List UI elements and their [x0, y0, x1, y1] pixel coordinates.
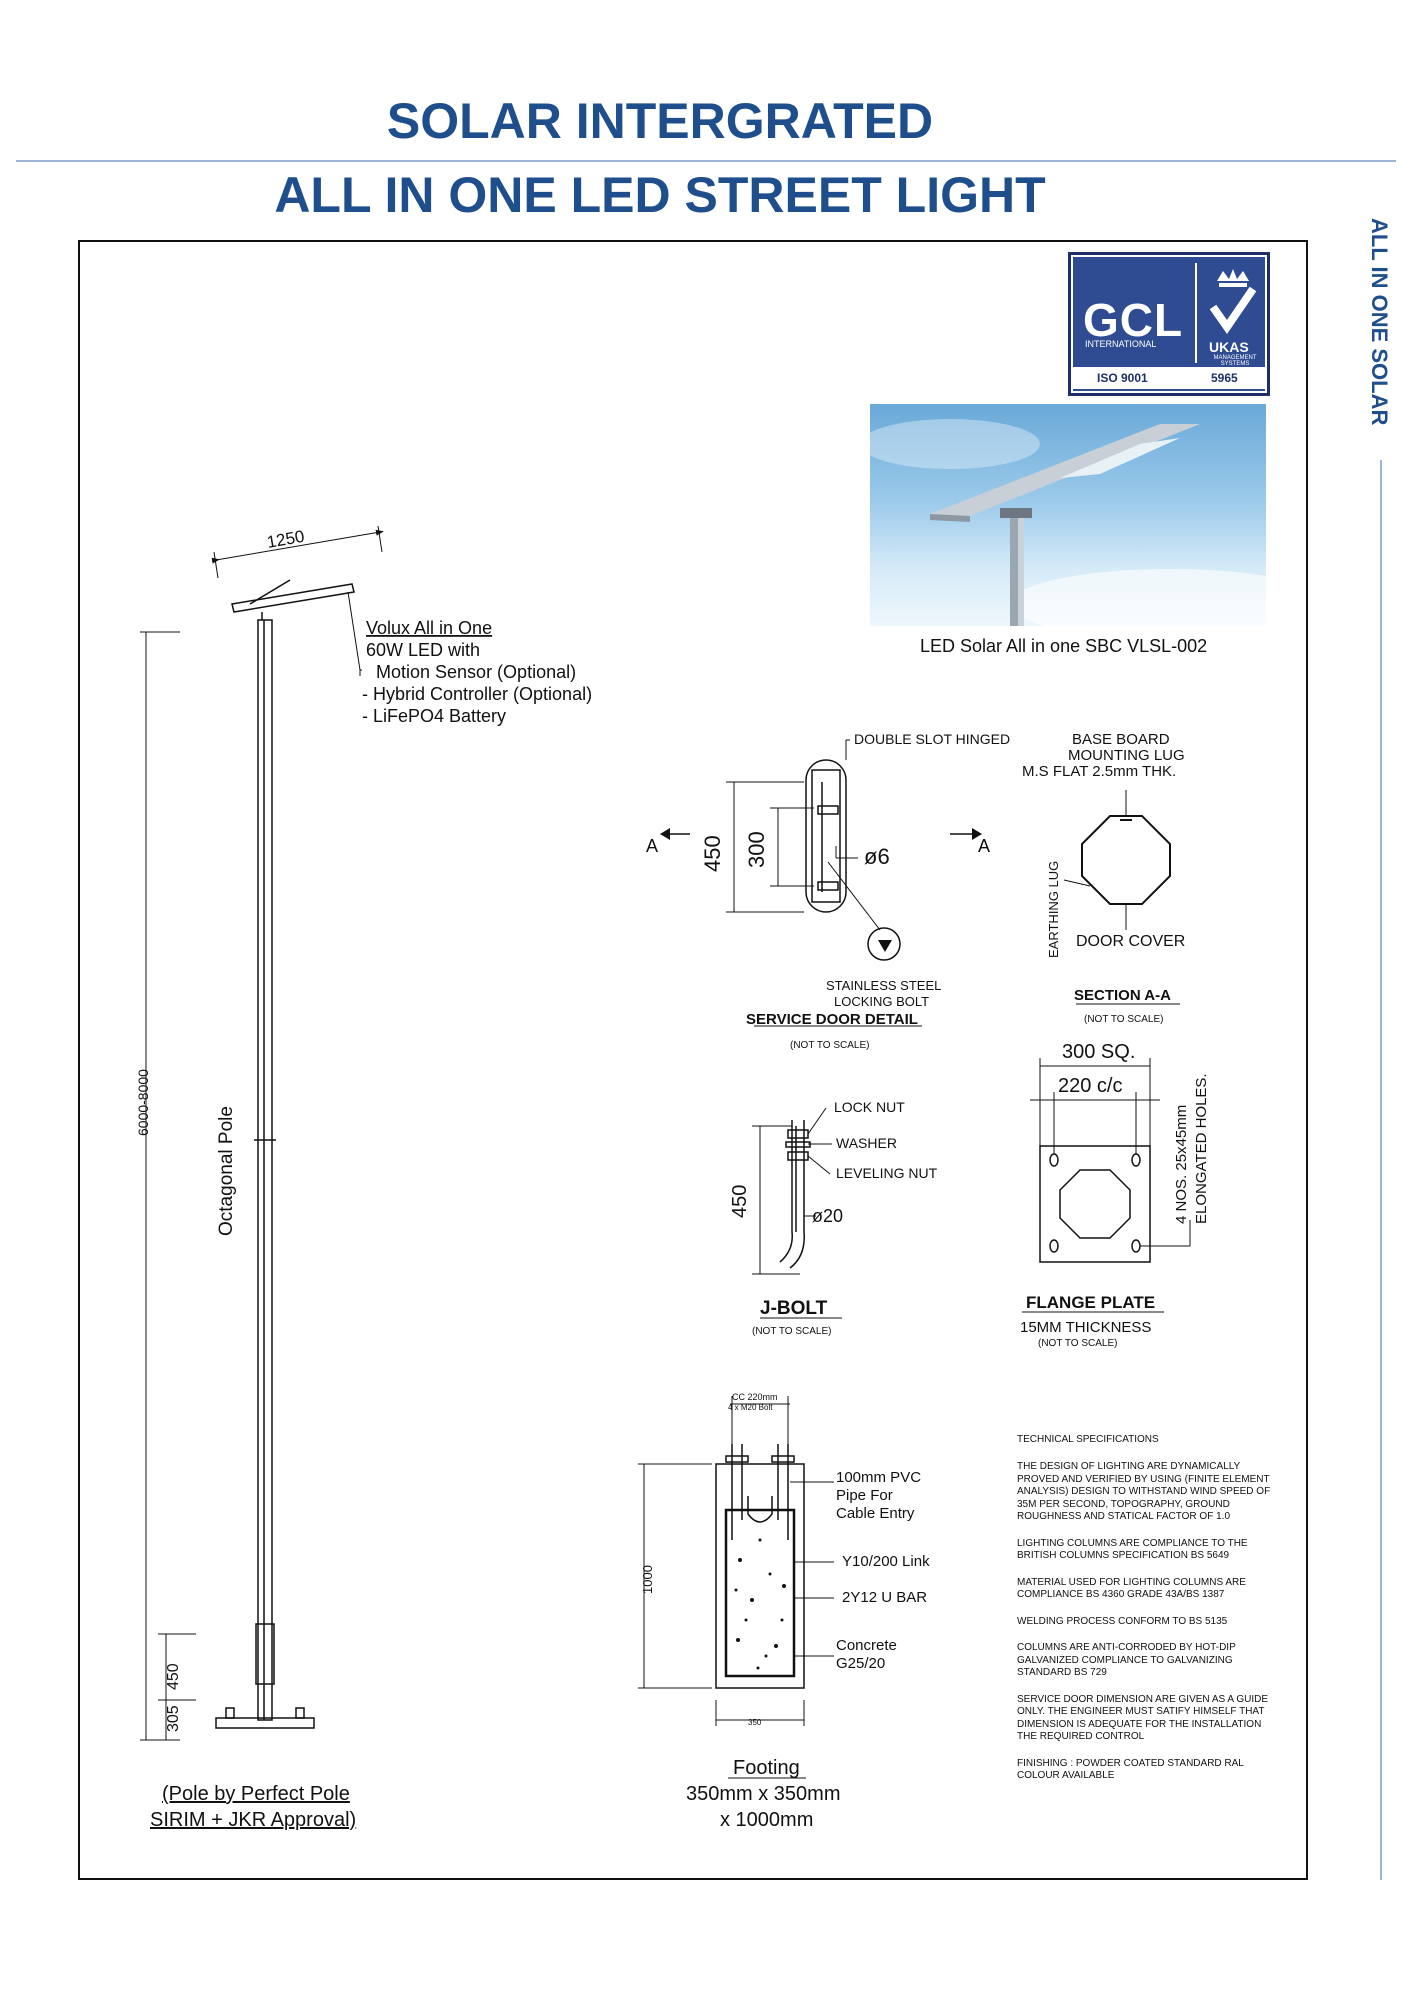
logo-brand: GCL	[1083, 294, 1184, 346]
luminaire-title: Volux All in One	[366, 618, 492, 638]
spec-paragraph: FINISHING : POWDER COATED STANDARD RAL C…	[1017, 1757, 1244, 1782]
pole-height-dim: 6000-8000	[135, 1069, 151, 1136]
spec-paragraph: THE DESIGN OF LIGHTING ARE DYNAMICALLY P…	[1017, 1461, 1271, 1522]
logo-accreditation-sub: MANAGEMENT SYSTEMS	[1213, 355, 1257, 367]
logo-divider	[1195, 263, 1197, 363]
luminaire-line3: Motion Sensor (Optional)	[376, 662, 576, 682]
pole-drawing	[140, 525, 384, 1741]
technical-specifications: TECHNICAL SPECIFICATIONS THE DESIGN OF L…	[1017, 1434, 1275, 1797]
section-mark-right: A	[978, 836, 990, 856]
door-dia-dim: ø6	[864, 844, 890, 869]
section-top-line3: M.S FLAT 2.5mm THK.	[1022, 763, 1176, 780]
flange-thickness: 15MM THICKNESS	[1020, 1319, 1151, 1336]
logo-standard-bar: ISO 9001 5965	[1071, 367, 1267, 389]
spec-paragraph: COLUMNS ARE ANTI-CORRODED BY HOT-DIP GAL…	[1017, 1642, 1236, 1678]
service-door-drawing	[660, 739, 982, 1027]
footing-top-line1: CC 220mm	[732, 1392, 778, 1402]
section-mark-left: A	[646, 836, 658, 856]
section-aa-note: (NOT TO SCALE)	[1084, 1014, 1163, 1025]
j-bolt-title: J-BOLT	[760, 1298, 828, 1319]
flange-title: FLANGE PLATE	[1026, 1293, 1155, 1312]
luminaire-line5: - LiFePO4 Battery	[362, 706, 506, 726]
section-top-line2: MOUNTING LUG	[1068, 747, 1185, 764]
section-top-line1: BASE BOARD	[1072, 731, 1170, 748]
base-offset-dim: 305	[165, 1705, 182, 1732]
spec-paragraph: SERVICE DOOR DIMENSION ARE GIVEN AS A GU…	[1017, 1693, 1268, 1743]
service-door-note: (NOT TO SCALE)	[790, 1040, 869, 1051]
specs-heading: TECHNICAL SPECIFICATIONS	[1017, 1434, 1159, 1445]
footing-width-dim: 350	[748, 1718, 762, 1727]
washer-label: WASHER	[836, 1135, 897, 1151]
flange-note: (NOT TO SCALE)	[1038, 1338, 1117, 1349]
j-bolt-dia-dim: ø20	[812, 1206, 843, 1226]
j-bolt-drawing	[752, 1107, 842, 1319]
title-line-1: SOLAR INTERGRATED	[386, 93, 934, 149]
section-aa-drawing	[1063, 790, 1180, 1005]
logo-standard: ISO 9001	[1097, 371, 1148, 385]
lock-nut-label: LOCK NUT	[834, 1099, 905, 1115]
side-divider	[1380, 460, 1382, 1880]
earthing-lug-label: EARTHING LUG	[1046, 861, 1061, 958]
flange-outer-dim: 300 SQ.	[1062, 1041, 1135, 1063]
footing-pvc-line3: Cable Entry	[836, 1505, 915, 1522]
bolt-label-line2: LOCKING BOLT	[834, 994, 929, 1009]
spec-paragraph: MATERIAL USED FOR LIGHTING COLUMNS ARE C…	[1017, 1576, 1246, 1601]
pole-credit-line2: SIRIM + JKR Approval)	[150, 1809, 356, 1831]
product-photo	[870, 404, 1266, 626]
footing-concrete-line1: Concrete	[836, 1637, 897, 1654]
j-bolt-note: (NOT TO SCALE)	[752, 1326, 831, 1337]
luminaire-line4: - Hybrid Controller (Optional)	[362, 684, 592, 704]
leveling-nut-label: LEVELING NUT	[836, 1165, 938, 1181]
section-aa-title: SECTION A-A	[1074, 987, 1171, 1004]
door-cover-label: DOOR COVER	[1076, 933, 1185, 950]
footing-top-line2: 4 x M20 Bolt	[728, 1403, 773, 1412]
flange-holes-line2: ELONGATED HOLES.	[1193, 1073, 1210, 1224]
service-door-title: SERVICE DOOR DETAIL	[746, 1011, 918, 1028]
luminaire-line2: 60W LED with	[366, 640, 480, 660]
footing-ubar-label: 2Y12 U BAR	[842, 1589, 927, 1606]
door-outer-dim: 450	[700, 835, 725, 872]
footing-link-label: Y10/200 Link	[842, 1553, 930, 1570]
pole-credit-line1: (Pole by Perfect Pole	[162, 1783, 350, 1805]
certification-logo: GCL INTERNATIONAL UKAS MANAGEMENT SYSTEM…	[1068, 252, 1270, 396]
hinge-label: DOUBLE SLOT HINGED	[854, 731, 1010, 747]
door-offset-dim: 450	[165, 1663, 182, 1690]
crown-check-icon	[1209, 269, 1257, 335]
pole-label: Octagonal Pole	[216, 1106, 237, 1236]
logo-cert-number: 5965	[1211, 371, 1238, 385]
footing-size-line2: x 1000mm	[720, 1809, 813, 1831]
footing-title: Footing	[733, 1757, 800, 1779]
door-inner-dim: 300	[744, 831, 769, 868]
header-divider	[16, 160, 1396, 162]
footing-depth-dim: 1000	[640, 1565, 655, 1594]
logo-accreditation: UKAS	[1209, 339, 1249, 355]
flange-plate-drawing	[1022, 1058, 1191, 1313]
footing-size-line1: 350mm x 350mm	[686, 1783, 841, 1805]
arm-width-dim: 1250	[265, 527, 306, 552]
drawing-frame	[78, 240, 1308, 1880]
side-tab: ALL IN ONE SOLAR	[1367, 218, 1392, 426]
footing-drawing	[638, 1396, 834, 1779]
bolt-label-line1: STAINLESS STEEL	[826, 978, 941, 993]
logo-brand-sub: INTERNATIONAL	[1085, 339, 1157, 349]
spec-paragraph: WELDING PROCESS CONFORM TO BS 5135	[1017, 1615, 1228, 1627]
footing-concrete-line2: G25/20	[836, 1655, 885, 1672]
photo-caption: LED Solar All in one SBC VLSL-002	[920, 636, 1208, 656]
flange-inner-dim: 220 c/c	[1058, 1075, 1122, 1097]
footing-pvc-line1: 100mm PVC	[836, 1469, 921, 1486]
footing-pvc-line2: Pipe For	[836, 1487, 893, 1504]
flange-holes-line1: 4 NOS. 25x45mm	[1173, 1105, 1190, 1224]
j-bolt-length-dim: 450	[729, 1185, 751, 1218]
title-line-2: ALL IN ONE LED STREET LIGHT	[274, 167, 1046, 223]
spec-paragraph: LIGHTING COLUMNS ARE COMPLIANCE TO THE B…	[1017, 1537, 1248, 1562]
